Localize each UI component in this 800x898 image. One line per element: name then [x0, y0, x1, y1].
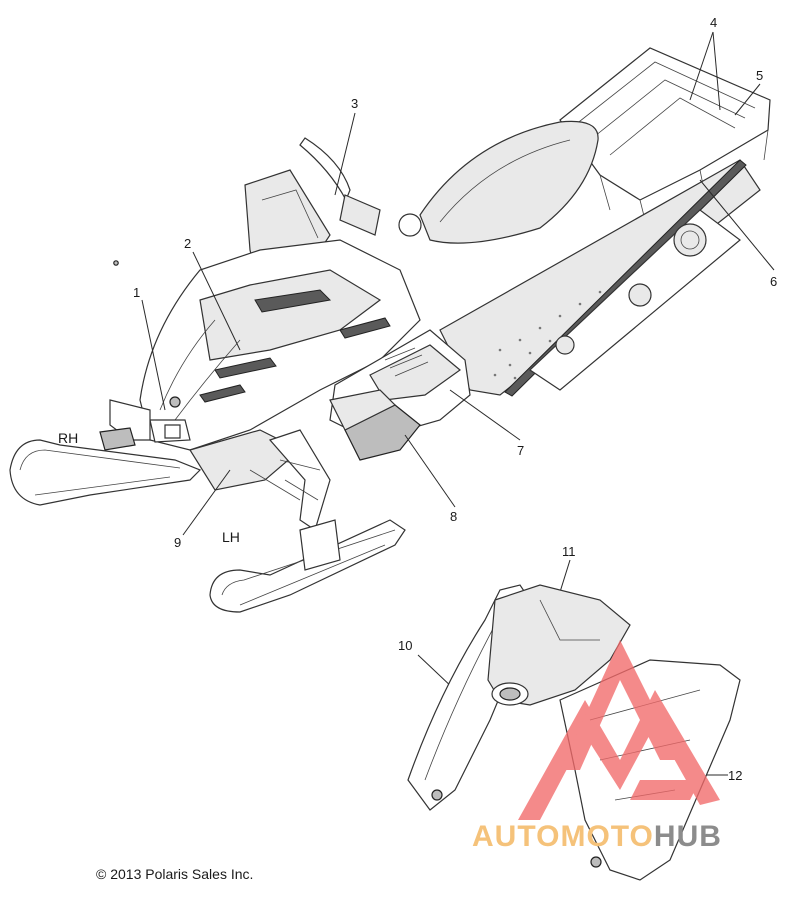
callout-3: 3 — [351, 96, 358, 111]
watermark-brand-part2: HUB — [654, 820, 722, 853]
callout-7: 7 — [517, 443, 524, 458]
rh-label: RH — [58, 430, 78, 446]
lh-label: LH — [222, 529, 240, 545]
watermark-logo-icon — [518, 690, 720, 820]
snowmobile-illustration — [9, 47, 771, 613]
callout-2: 2 — [184, 236, 191, 251]
watermark-text: AUTOMOTOHUB — [472, 820, 722, 853]
watermark-brand-part1: AUTOMOTO — [472, 820, 654, 853]
callout-10: 10 — [398, 638, 412, 653]
callout-labels: 1 2 3 4 5 6 7 8 9 10 11 12 — [133, 15, 777, 783]
hood-panel-illustration — [407, 584, 741, 881]
callout-6: 6 — [770, 274, 777, 289]
automotohub-watermark — [518, 640, 720, 820]
callout-4: 4 — [710, 15, 717, 30]
callout-8: 8 — [450, 509, 457, 524]
callout-12: 12 — [728, 768, 742, 783]
callout-5: 5 — [756, 68, 763, 83]
copyright-notice: © 2013 Polaris Sales Inc. — [96, 866, 254, 882]
callout-1: 1 — [133, 285, 140, 300]
callout-9: 9 — [174, 535, 181, 550]
callout-11: 11 — [562, 544, 576, 559]
